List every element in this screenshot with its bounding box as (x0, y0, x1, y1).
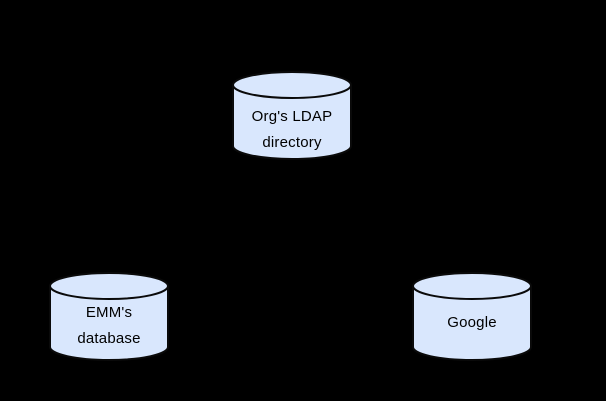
node-google: Google (411, 272, 533, 362)
node-label-line: database (77, 330, 141, 347)
database-cylinder-icon (412, 272, 532, 361)
node-label: EMM's database (48, 300, 170, 352)
node-label: Google (411, 310, 533, 336)
node-label-line: directory (262, 134, 322, 151)
node-org-ldap-directory: Org's LDAP directory (231, 71, 353, 161)
node-emm-database: EMM's database (48, 272, 170, 362)
node-label: Org's LDAP directory (231, 104, 353, 156)
database-cylinder-icon (49, 272, 169, 361)
node-label-line: Org's LDAP (251, 108, 333, 125)
database-cylinder-icon (232, 71, 352, 160)
node-label-line: Google (447, 314, 497, 331)
node-label-line: EMM's (85, 304, 133, 321)
